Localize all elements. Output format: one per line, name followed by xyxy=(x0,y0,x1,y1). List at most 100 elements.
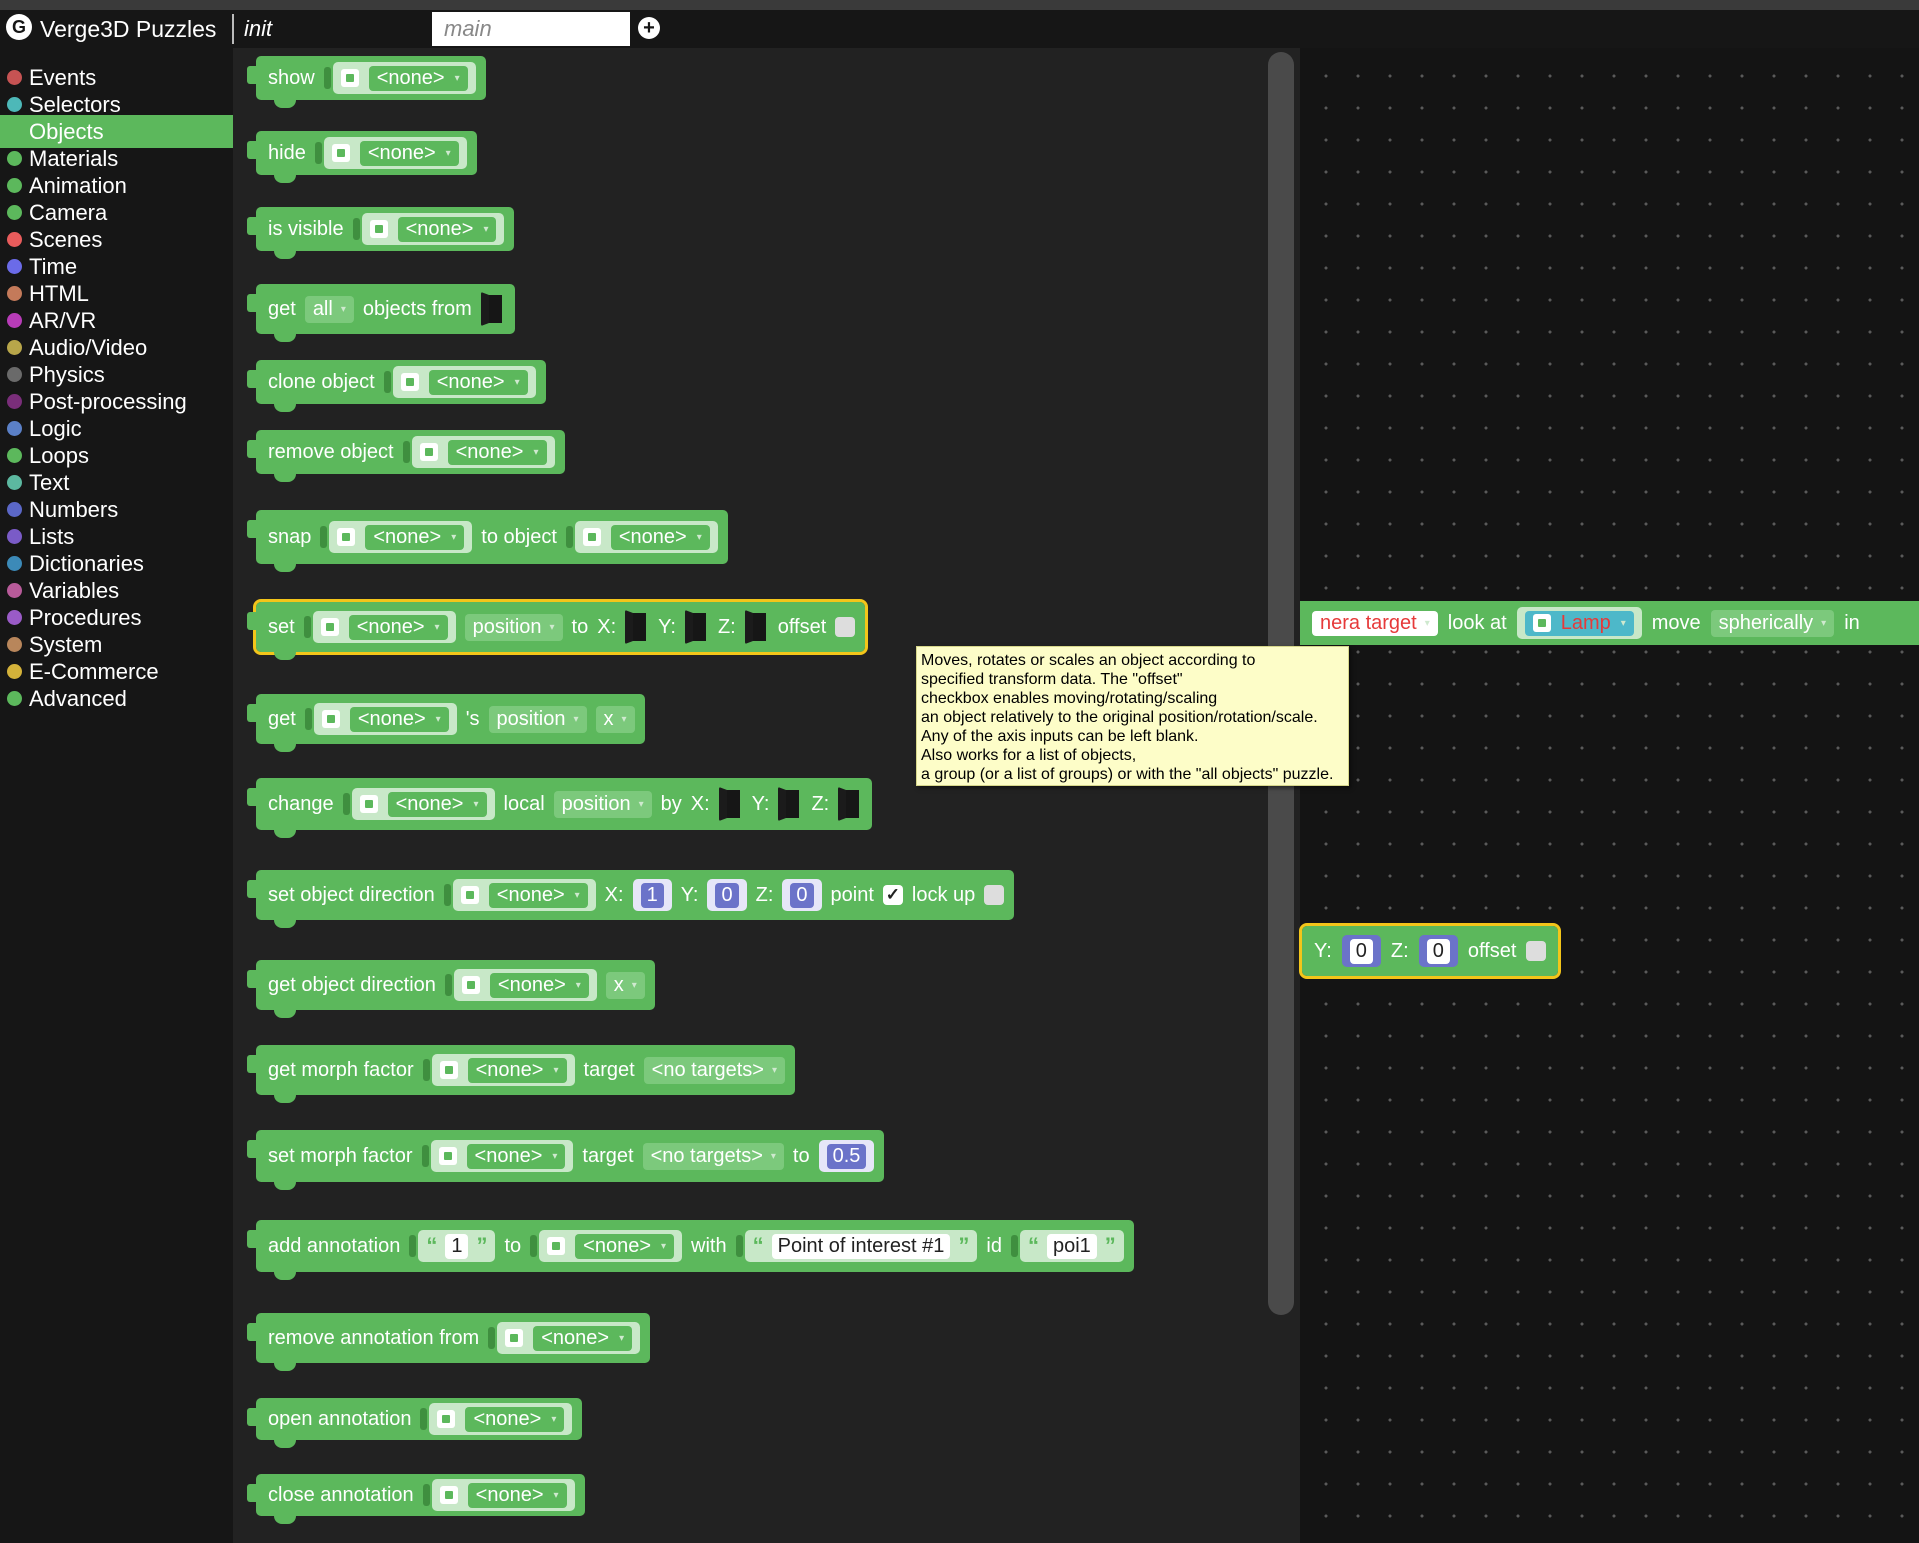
sidebar-item-lists[interactable]: Lists xyxy=(0,520,233,553)
block-change-transform[interactable]: change <none>▾ local position▾ by X: Y: … xyxy=(246,778,873,838)
transform-type-dropdown[interactable]: position▾ xyxy=(488,705,587,733)
lock-up-checkbox[interactable] xyxy=(984,885,1005,905)
sidebar-item-ar-vr[interactable]: AR/VR xyxy=(0,304,233,337)
sidebar-item-post-processing[interactable]: Post-processing xyxy=(0,385,233,418)
sidebar-item-materials[interactable]: Materials xyxy=(0,142,233,175)
sidebar-item-logic[interactable]: Logic xyxy=(0,412,233,445)
sidebar-item-audio-video[interactable]: Audio/Video xyxy=(0,331,233,364)
object-selector[interactable]: <none>▾ xyxy=(312,611,456,643)
object-selector[interactable]: <none>▾ xyxy=(430,1140,574,1172)
sidebar-item-numbers[interactable]: Numbers xyxy=(0,493,233,526)
block-add-annotation[interactable]: add annotation “1” to <none>▾ with “Poin… xyxy=(247,1220,1134,1280)
block-snap[interactable]: snap <none>▾ to object <none>▾ xyxy=(247,510,728,572)
annotation-text-input[interactable]: “1” xyxy=(418,1230,496,1262)
object-selector[interactable]: <none>▾ xyxy=(361,213,505,245)
offset-checkbox[interactable] xyxy=(835,617,856,637)
sidebar-item-animation[interactable]: Animation xyxy=(0,169,233,202)
y-input-slot[interactable] xyxy=(778,787,803,821)
object-selector[interactable]: <none>▾ xyxy=(453,969,597,1001)
move-mode-dropdown[interactable]: spherically▾ xyxy=(1710,609,1835,637)
sidebar-item-camera[interactable]: Camera xyxy=(0,196,233,229)
block-clone-object[interactable]: clone object <none>▾ xyxy=(247,360,546,412)
transform-type-dropdown[interactable]: position▾ xyxy=(464,613,563,641)
object-selector[interactable]: <none>▾ xyxy=(431,1479,575,1511)
z-input-slot[interactable] xyxy=(838,787,863,821)
morph-value-input[interactable]: 0.5 xyxy=(818,1140,875,1172)
add-tab-icon[interactable]: + xyxy=(638,17,660,39)
object-selector[interactable]: <none>▾ xyxy=(323,137,467,169)
sidebar-item-advanced[interactable]: Advanced xyxy=(0,682,233,715)
annotation-content-input[interactable]: “Point of interest #1” xyxy=(744,1230,978,1262)
sidebar-item-html[interactable]: HTML xyxy=(0,277,233,310)
workspace-camera-block[interactable]: nera target▾ look at Lamp▾ move spherica… xyxy=(1300,601,1919,645)
transform-type-dropdown[interactable]: position▾ xyxy=(553,790,652,818)
block-set-transform[interactable]: set <none>▾ position▾ to X: Y: Z: offset xyxy=(246,599,869,660)
block-label: objects from xyxy=(362,297,472,320)
object-selector[interactable]: <none>▾ xyxy=(452,879,596,911)
block-get-object-direction[interactable]: get object direction <none>▾ x▾ xyxy=(247,960,655,1018)
look-at-object-selector[interactable]: Lamp▾ xyxy=(1516,607,1642,639)
y-number-input[interactable]: 0 xyxy=(707,879,747,911)
block-hide[interactable]: hide <none>▾ xyxy=(247,131,477,183)
y-input-slot[interactable] xyxy=(684,610,709,644)
morph-target-dropdown[interactable]: <no targets>▾ xyxy=(643,1056,786,1084)
object-selector[interactable]: <none>▾ xyxy=(411,436,555,468)
sidebar-item-physics[interactable]: Physics xyxy=(0,358,233,391)
all-dropdown[interactable]: all▾ xyxy=(304,295,354,323)
sidebar-item-system[interactable]: System xyxy=(0,628,233,661)
block-get-morph-factor[interactable]: get morph factor <none>▾ target <no targ… xyxy=(246,1045,796,1103)
sidebar-item-time[interactable]: Time xyxy=(0,250,233,283)
sidebar-item-events[interactable]: Events xyxy=(0,61,233,94)
sidebar-item-loops[interactable]: Loops xyxy=(0,439,233,472)
object-selector[interactable]: <none>▾ xyxy=(539,1230,683,1262)
tab-init[interactable]: init xyxy=(244,16,273,41)
sidebar-item-text[interactable]: Text xyxy=(0,466,233,499)
category-dot-icon xyxy=(7,313,22,328)
camera-target-dropdown[interactable]: nera target▾ xyxy=(1312,610,1438,636)
tab-main[interactable]: main xyxy=(432,12,630,46)
block-set-morph-factor[interactable]: set morph factor <none>▾ target <no targ… xyxy=(246,1130,885,1190)
x-input-slot[interactable] xyxy=(625,610,650,644)
object-selector[interactable]: <none>▾ xyxy=(332,62,476,94)
z-number-input[interactable]: 0 xyxy=(1418,935,1458,967)
annotation-id-input[interactable]: “poi1” xyxy=(1019,1230,1124,1262)
block-get-all-objects-from[interactable]: get all▾ objects from xyxy=(247,284,515,342)
sidebar-item-procedures[interactable]: Procedures xyxy=(0,601,233,634)
y-number-input[interactable]: 0 xyxy=(1341,935,1381,967)
sidebar-item-scenes[interactable]: Scenes xyxy=(0,223,233,256)
block-close-annotation[interactable]: close annotation <none>▾ xyxy=(247,1474,585,1524)
object-selector[interactable]: <none>▾ xyxy=(431,1054,575,1086)
workspace-set-block-fragment[interactable]: Y: 0 Z: 0 offset xyxy=(1298,923,1562,979)
object-selector[interactable]: <none>▾ xyxy=(392,366,536,398)
sidebar-item-e-commerce[interactable]: E-Commerce xyxy=(0,655,233,688)
block-open-annotation[interactable]: open annotation <none>▾ xyxy=(246,1398,583,1448)
block-remove-annotation[interactable]: remove annotation from <none>▾ xyxy=(246,1313,651,1371)
sidebar-item-objects[interactable]: Objects xyxy=(0,115,233,148)
block-remove-object[interactable]: remove object <none>▾ xyxy=(247,430,565,482)
empty-input-slot[interactable] xyxy=(480,292,505,326)
puzzle-workspace[interactable] xyxy=(1300,48,1919,1543)
morph-target-dropdown[interactable]: <no targets>▾ xyxy=(642,1142,784,1170)
x-input-slot[interactable] xyxy=(718,787,743,821)
x-number-input[interactable]: 1 xyxy=(632,879,672,911)
object-selector[interactable]: <none>▾ xyxy=(313,703,457,735)
block-show[interactable]: show <none>▾ xyxy=(247,56,486,108)
sidebar-item-variables[interactable]: Variables xyxy=(0,574,233,607)
point-checkbox[interactable]: ✓ xyxy=(882,885,903,905)
axis-dropdown[interactable]: x▾ xyxy=(605,971,645,999)
block-get-transform[interactable]: get <none>▾ 's position▾ x▾ xyxy=(247,694,645,752)
z-number-input[interactable]: 0 xyxy=(782,879,822,911)
object-selector[interactable]: <none>▾ xyxy=(351,788,495,820)
block-set-object-direction[interactable]: set object direction <none>▾ X: 1 Y: 0 Z… xyxy=(246,870,1015,928)
object-selector[interactable]: <none>▾ xyxy=(429,1403,573,1435)
object-selector[interactable]: <none>▾ xyxy=(497,1322,641,1354)
block-is-visible[interactable]: is visible <none>▾ xyxy=(246,207,515,259)
sidebar-item-dictionaries[interactable]: Dictionaries xyxy=(0,547,233,580)
object-selector[interactable]: <none>▾ xyxy=(329,521,473,553)
axis-dropdown[interactable]: x▾ xyxy=(595,705,635,733)
offset-checkbox[interactable] xyxy=(1526,941,1547,961)
target-object-selector[interactable]: <none>▾ xyxy=(574,521,718,553)
sidebar-item-selectors[interactable]: Selectors xyxy=(0,88,233,121)
z-input-slot[interactable] xyxy=(744,610,769,644)
dropdown-arrow-icon: ▾ xyxy=(514,376,520,388)
